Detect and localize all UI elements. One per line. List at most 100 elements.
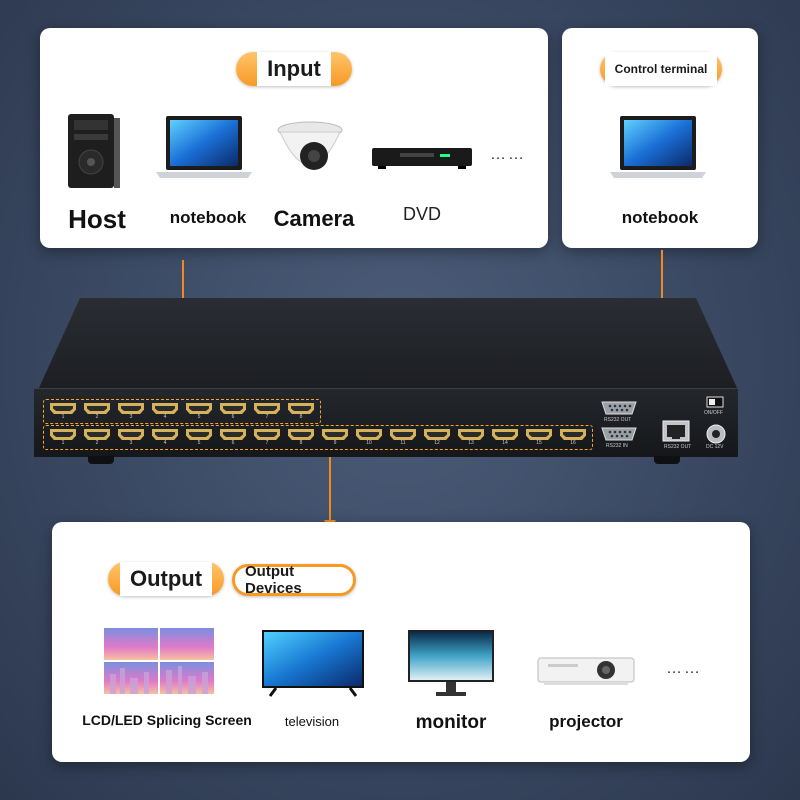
hdmi-port-icon <box>288 403 314 414</box>
output-port-3[interactable]: 3 <box>118 429 144 446</box>
hdmi-port-icon <box>322 429 348 440</box>
rs232-in-port[interactable] <box>600 426 638 442</box>
output-port-10[interactable]: 10 <box>356 429 382 446</box>
projector-label: projector <box>549 712 623 731</box>
control-title: Control terminal <box>604 52 718 86</box>
output-port-number: 16 <box>570 440 576 446</box>
hdmi-port-icon <box>254 403 280 414</box>
input-port-number: 6 <box>231 414 235 420</box>
output-port-16[interactable]: 16 <box>560 429 586 446</box>
hdmi-port-icon <box>152 403 178 414</box>
splicing-screen-label: LCD/LED Splicing Screen <box>82 712 252 728</box>
input-port-number: 3 <box>129 414 133 420</box>
control-terminal-panel: Control terminal notebook <box>562 28 758 248</box>
output-subtitle-pill: Output Devices <box>232 563 356 597</box>
hdmi-port-icon <box>254 429 280 440</box>
rs232-in-label: RS232 IN <box>606 443 628 449</box>
output-port-7[interactable]: 7 <box>254 429 280 446</box>
output-port-2[interactable]: 2 <box>84 429 110 446</box>
output-port-11[interactable]: 11 <box>390 429 416 446</box>
output-subtitle: Output Devices <box>245 563 302 597</box>
laptop-icon <box>610 116 706 178</box>
power-switch[interactable] <box>706 396 724 408</box>
input-port-number: 7 <box>265 414 269 420</box>
projector-icon <box>537 657 635 685</box>
laptop-icon <box>156 116 252 178</box>
pc-tower-icon <box>68 114 120 188</box>
hdmi-port-icon <box>458 429 484 440</box>
hdmi-port-icon <box>50 429 76 440</box>
output-port-5[interactable]: 5 <box>186 429 212 446</box>
input-panel: Input Host notebook Camera DVD …… <box>40 28 548 248</box>
output-port-number: 1 <box>61 440 65 446</box>
input-port-8[interactable]: 8 <box>288 403 314 420</box>
hdmi-port-icon <box>84 403 110 414</box>
splicing-screen-icon <box>104 628 214 694</box>
input-port-3[interactable]: 3 <box>118 403 144 420</box>
tv-icon <box>262 630 364 697</box>
output-port-number: 7 <box>265 440 269 446</box>
output-port-number: 10 <box>366 440 372 446</box>
hdmi-port-icon <box>186 403 212 414</box>
input-port-2[interactable]: 2 <box>84 403 110 420</box>
device-foot-right <box>654 456 680 464</box>
dvd-player-icon <box>372 148 472 169</box>
rj45-port[interactable] <box>662 420 690 442</box>
monitor-icon <box>408 630 494 696</box>
input-port-number: 1 <box>61 414 65 420</box>
rs232-out-label: RS232 OUT <box>604 417 632 423</box>
output-port-8[interactable]: 8 <box>288 429 314 446</box>
rj45-label: RS232 OUT <box>664 444 692 450</box>
output-port-6[interactable]: 6 <box>220 429 246 446</box>
camera-label: Camera <box>273 206 355 231</box>
output-port-number: 2 <box>95 440 99 446</box>
output-port-14[interactable]: 14 <box>492 429 518 446</box>
hdmi-port-icon <box>390 429 416 440</box>
input-port-4[interactable]: 4 <box>152 403 178 420</box>
output-port-15[interactable]: 15 <box>526 429 552 446</box>
dome-camera-icon <box>277 121 343 170</box>
output-port-4[interactable]: 4 <box>152 429 178 446</box>
input-port-number: 2 <box>95 414 99 420</box>
hdmi-port-icon <box>152 429 178 440</box>
output-port-number: 11 <box>400 440 406 446</box>
device-foot-left <box>88 456 114 464</box>
hdmi-port-icon <box>220 429 246 440</box>
dc-label: DC 12V <box>706 444 724 450</box>
input-port-number: 5 <box>197 414 201 420</box>
output-port-number: 6 <box>231 440 235 446</box>
output-port-number: 8 <box>299 440 303 446</box>
notebook-label: notebook <box>169 208 247 227</box>
device-top-cover <box>38 298 738 390</box>
output-port-1[interactable]: 1 <box>50 429 76 446</box>
input-port-row: 1 2 3 4 5 6 7 8 <box>43 399 321 424</box>
output-port-13[interactable]: 13 <box>458 429 484 446</box>
monitor-label: monitor <box>415 712 487 733</box>
host-label: Host <box>68 204 126 234</box>
output-port-number: 12 <box>434 440 440 446</box>
output-title-pill: Output <box>108 562 224 596</box>
output-port-12[interactable]: 12 <box>424 429 450 446</box>
dc-power-jack[interactable] <box>706 424 726 444</box>
rs232-out-port[interactable] <box>600 400 638 416</box>
power-switch-label: ON/OFF <box>704 410 723 416</box>
input-port-5[interactable]: 5 <box>186 403 212 420</box>
input-title-pill: Input <box>236 52 352 86</box>
hdmi-port-icon <box>84 429 110 440</box>
input-port-7[interactable]: 7 <box>254 403 280 420</box>
input-port-6[interactable]: 6 <box>220 403 246 420</box>
input-port-number: 8 <box>299 414 303 420</box>
input-more-ellipsis: …… <box>490 146 526 163</box>
output-port-number: 14 <box>502 440 508 446</box>
output-port-number: 15 <box>536 440 542 446</box>
hdmi-port-icon <box>526 429 552 440</box>
hdmi-port-icon <box>288 429 314 440</box>
input-port-number: 4 <box>163 414 167 420</box>
output-port-number: 4 <box>163 440 167 446</box>
output-port-number: 3 <box>129 440 133 446</box>
output-port-9[interactable]: 9 <box>322 429 348 446</box>
input-port-1[interactable]: 1 <box>50 403 76 420</box>
output-port-number: 9 <box>333 440 337 446</box>
hdmi-port-icon <box>560 429 586 440</box>
